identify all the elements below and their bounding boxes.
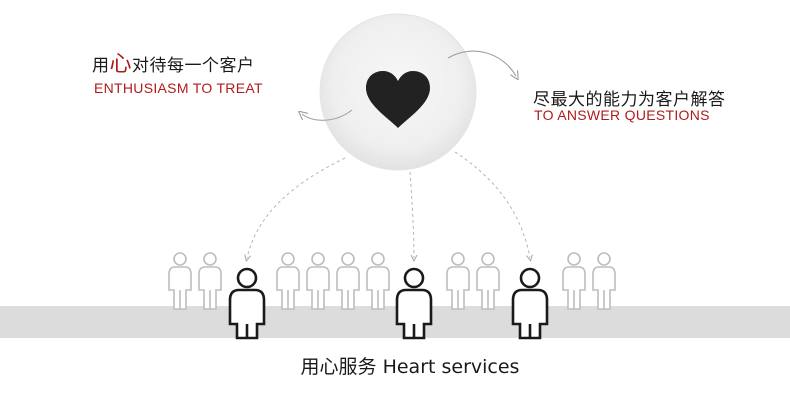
right-title: 尽最大的能力为客户解答 — [533, 90, 726, 110]
left-title: 用心对待每一个客户 — [92, 46, 255, 78]
left-subtitle: ENTHUSIASM TO TREAT — [94, 80, 263, 96]
left-title-accent: 心 — [109, 52, 133, 77]
person-icon — [366, 252, 390, 310]
swirl-arrow-right — [447, 50, 516, 76]
person-icon — [446, 252, 470, 310]
right-subtitle: TO ANSWER QUESTIONS — [534, 107, 710, 123]
left-title-prefix: 用 — [92, 56, 110, 76]
person-icon — [306, 252, 330, 310]
person-icon — [276, 252, 300, 310]
person-icon — [562, 252, 586, 310]
person-icon — [592, 252, 616, 310]
floor-band — [0, 306, 790, 338]
heart-icon — [366, 71, 430, 128]
dashed-arrow-center — [409, 171, 414, 258]
crowd-highlighted — [228, 267, 549, 340]
person-icon — [395, 267, 433, 340]
person-icon — [336, 252, 360, 310]
swirl-arrow-left — [302, 109, 353, 121]
dashed-arrow-left — [247, 157, 346, 258]
person-icon — [228, 267, 266, 340]
dashed-arrow-right — [454, 151, 530, 258]
crowd-light — [168, 252, 616, 310]
person-icon — [511, 267, 549, 340]
left-title-rest: 对待每一个客户 — [132, 56, 255, 76]
footer-caption: 用心服务 Heart services — [300, 356, 520, 378]
person-icon — [168, 252, 192, 310]
person-icon — [476, 252, 500, 310]
person-icon — [198, 252, 222, 310]
